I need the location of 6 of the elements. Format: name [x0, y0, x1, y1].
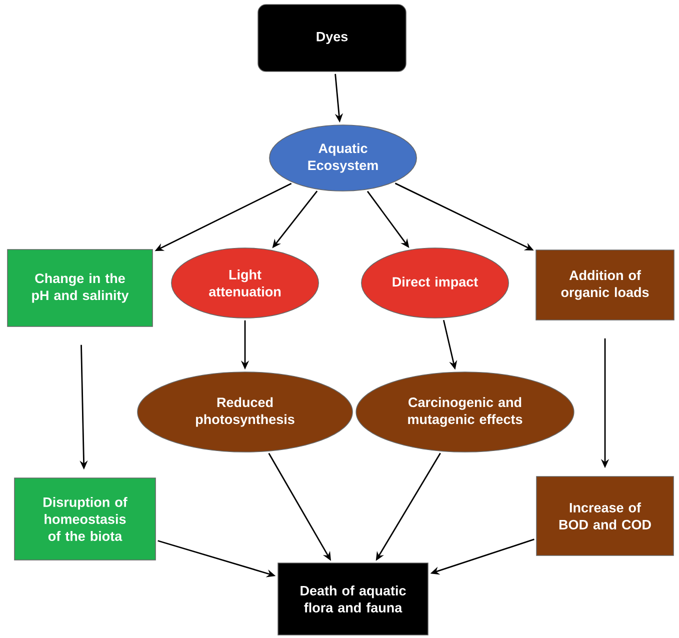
- effect-box: Change in the pH and salinity: [7, 249, 153, 327]
- result-box: Death of aquatic flora and fauna: [278, 562, 428, 636]
- start-box: Dyes: [258, 4, 406, 72]
- outcome-box: Increase of BOD and COD: [536, 476, 674, 556]
- outcome-box: Disruption of homeostasis of the biota: [14, 478, 156, 560]
- effect-box: Addition of organic loads: [536, 250, 674, 320]
